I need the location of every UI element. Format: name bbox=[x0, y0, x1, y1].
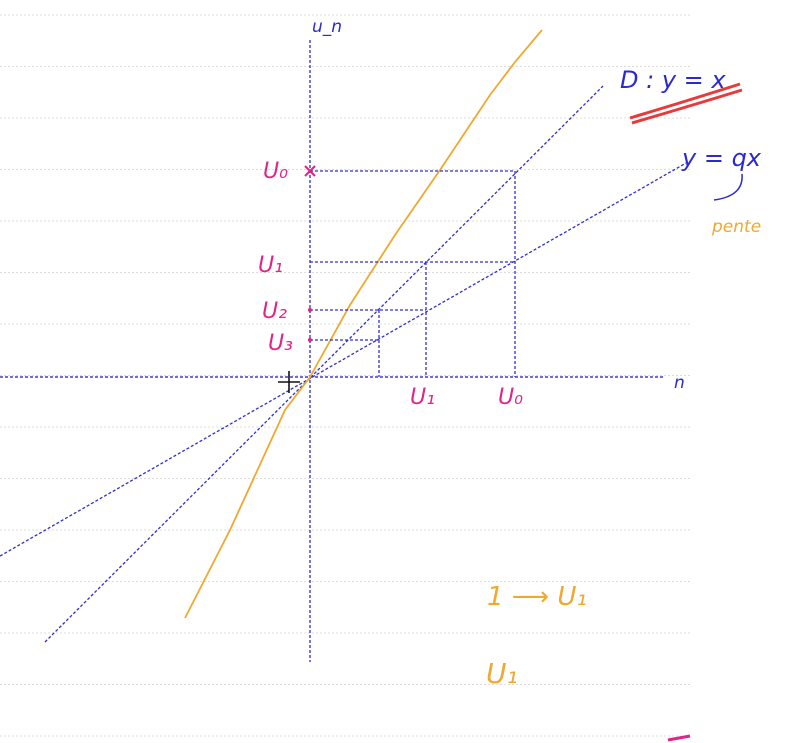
u2-y-label: U₂ bbox=[262, 299, 287, 324]
crosshair-cursor-icon bbox=[278, 371, 300, 393]
orange-note-2: U₁ bbox=[486, 657, 518, 690]
ruled-lines bbox=[0, 14, 690, 737]
line-qx-label: y = qx bbox=[681, 144, 762, 172]
y-axis-label: u_n bbox=[312, 17, 342, 37]
u0-x-label: U₀ bbox=[498, 385, 523, 410]
u1-y-label: U₁ bbox=[258, 253, 283, 278]
u3-y-label: U₃ bbox=[268, 331, 293, 356]
orange-line bbox=[184, 29, 543, 619]
x-axis-label: n bbox=[674, 373, 685, 393]
axes bbox=[0, 40, 665, 662]
y-ticks bbox=[304, 165, 316, 342]
pente-label: pente bbox=[711, 217, 761, 237]
orange-note-1: 1 ⟶ U₁ bbox=[487, 582, 587, 612]
red-underline bbox=[629, 82, 743, 125]
line-y-equals-qx bbox=[0, 162, 687, 557]
red-stroke-bottom bbox=[667, 734, 691, 742]
line-d-y-equals-x bbox=[44, 85, 604, 643]
u1-x-label: U₁ bbox=[410, 385, 435, 410]
pente-brace bbox=[713, 173, 743, 201]
line-d-label: D : y = x bbox=[620, 66, 726, 94]
cobweb-construction bbox=[310, 170, 516, 377]
u0-y-label: U₀ bbox=[263, 159, 288, 184]
